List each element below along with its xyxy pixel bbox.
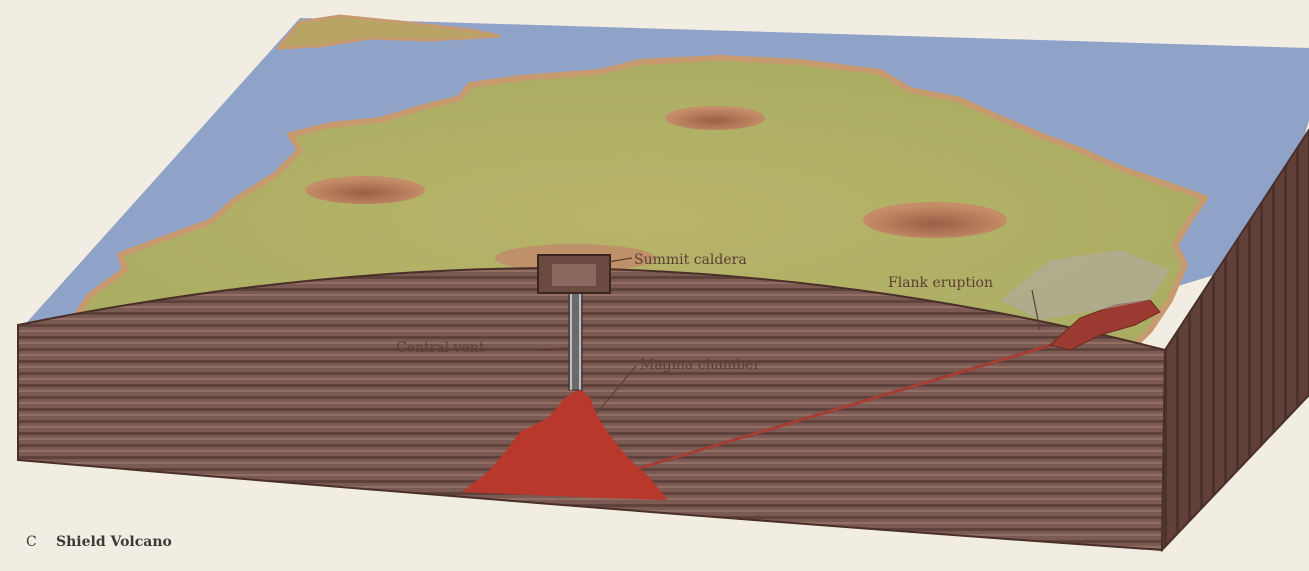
label-summit-caldera: Summit caldera	[634, 252, 747, 268]
label-magma-chamber: Magma chamber	[640, 357, 760, 373]
cone-right	[863, 202, 1007, 238]
cone-left	[305, 176, 425, 204]
cone-top	[665, 106, 765, 130]
caption-letter: C	[26, 534, 37, 550]
label-central-vent: Central vent	[396, 340, 485, 356]
caption-title: Shield Volcano	[56, 534, 172, 550]
label-flank-eruption: Flank eruption	[888, 275, 993, 291]
